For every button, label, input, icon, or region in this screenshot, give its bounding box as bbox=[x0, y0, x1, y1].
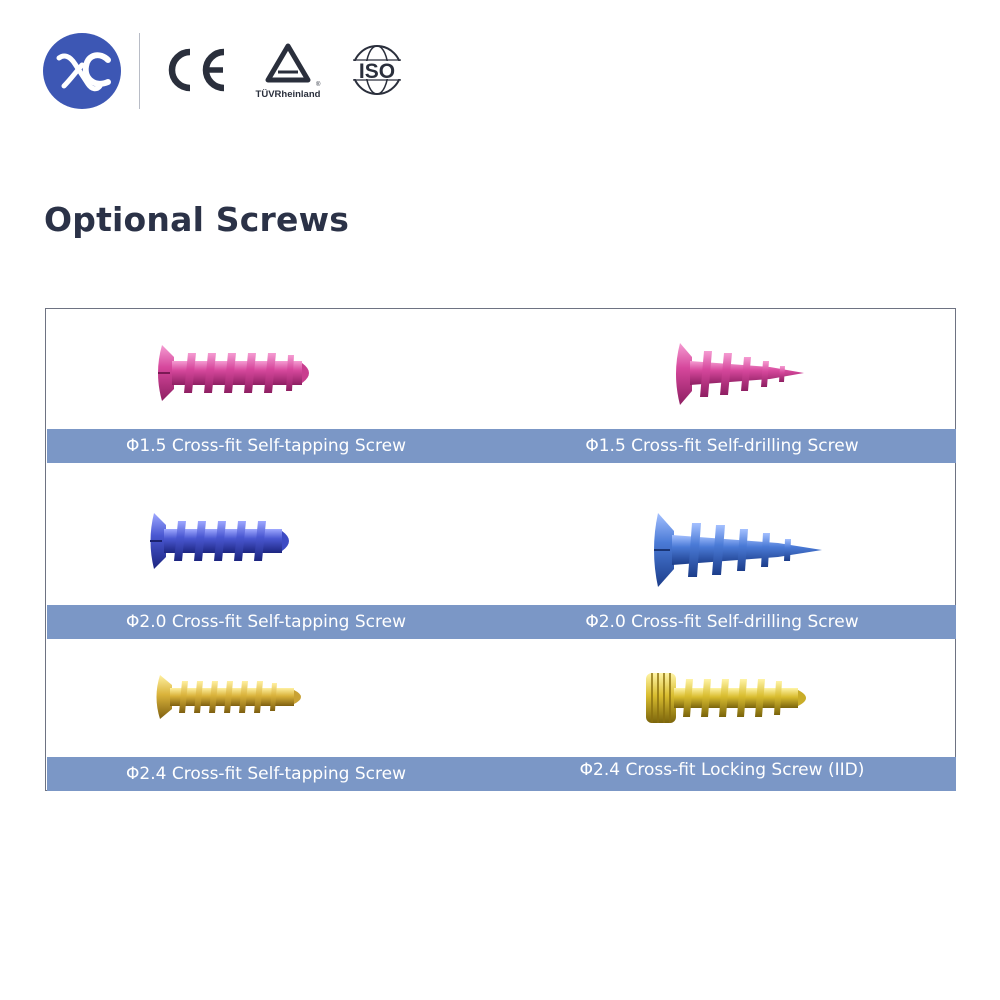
screw-image-gold-locking bbox=[646, 673, 806, 723]
caption-bar-row-2 bbox=[47, 605, 956, 639]
header: TÜVRheinland ® ISO bbox=[0, 0, 1000, 120]
screw-label-2-0-tapping: Φ2.0 Cross-fit Self-tapping Screw bbox=[126, 612, 406, 632]
ce-mark-icon bbox=[168, 48, 225, 92]
page-title: Optional Screws bbox=[44, 200, 350, 239]
company-logo bbox=[43, 33, 121, 109]
screw-label-1-5-drilling: Φ1.5 Cross-fit Self-drilling Screw bbox=[585, 436, 859, 456]
screw-label-2-4-locking: Φ2.4 Cross-fit Locking Screw (IID) bbox=[579, 760, 865, 780]
screw-image-gold-tapping bbox=[156, 675, 301, 719]
caption-bar-row-1 bbox=[47, 429, 956, 463]
screw-label-1-5-tapping: Φ1.5 Cross-fit Self-tapping Screw bbox=[126, 436, 406, 456]
screw-image-pink-tapping bbox=[158, 345, 309, 401]
svg-text:®: ® bbox=[316, 81, 321, 88]
screw-label-2-0-drilling: Φ2.0 Cross-fit Self-drilling Screw bbox=[585, 612, 859, 632]
svg-text:ISO: ISO bbox=[359, 60, 395, 83]
screw-label-2-4-tapping: Φ2.4 Cross-fit Self-tapping Screw bbox=[126, 764, 406, 784]
svg-text:TÜVRheinland: TÜVRheinland bbox=[256, 89, 321, 100]
screw-image-blue-drilling bbox=[654, 513, 822, 587]
screw-image-pink-drilling bbox=[676, 343, 804, 405]
tuv-rheinland-mark-icon: TÜVRheinland ® bbox=[256, 43, 321, 100]
screw-catalog-panel: Φ1.5 Cross-fit Self-tapping Screw Φ1.5 C… bbox=[45, 308, 956, 791]
caption-bar-row-3 bbox=[47, 757, 956, 791]
header-divider bbox=[139, 33, 140, 109]
screw-image-blue-tapping bbox=[150, 513, 289, 569]
iso-mark-icon: ISO bbox=[345, 45, 409, 95]
